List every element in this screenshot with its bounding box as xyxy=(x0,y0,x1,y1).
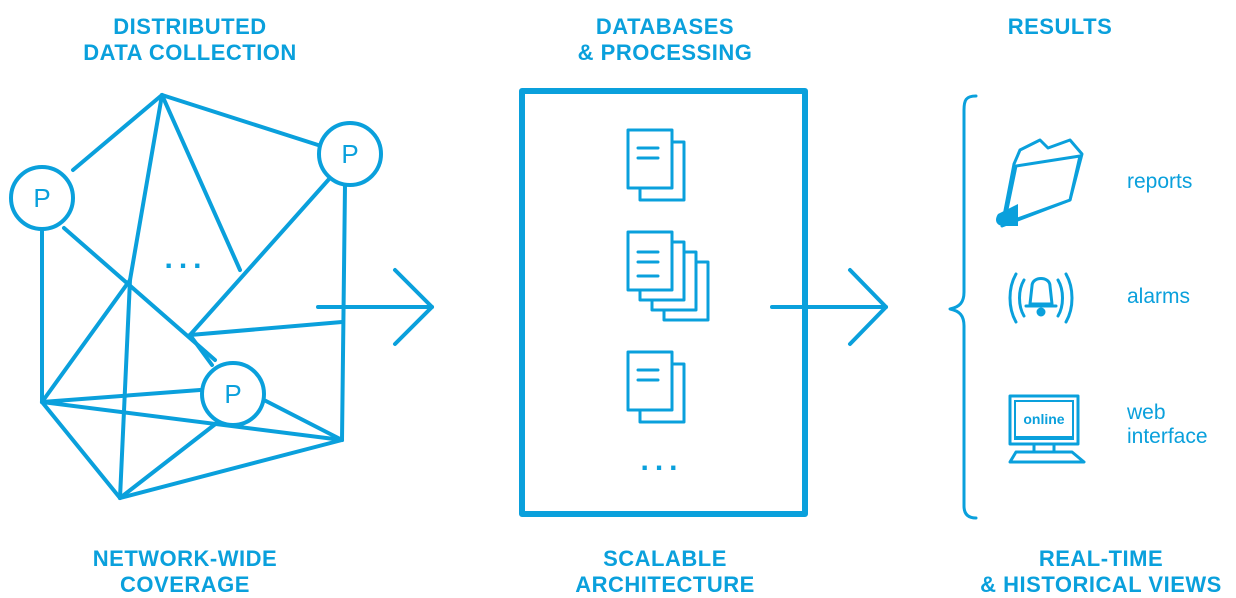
probe-label-top-right: P xyxy=(341,139,358,169)
probe-label-left: P xyxy=(33,183,50,213)
results-caption-line2: & HISTORICAL VIEWS xyxy=(980,572,1222,597)
arrow-to-results xyxy=(770,268,888,346)
alarms-label: alarms xyxy=(1127,285,1191,308)
collection-title: DISTRIBUTED DATA COLLECTION xyxy=(60,14,320,66)
results-caption-line1: REAL-TIME xyxy=(1038,546,1164,571)
result-label-alarms: alarms xyxy=(1127,285,1190,309)
monitor-screen-text: online xyxy=(1023,411,1064,427)
alarm-bell-icon xyxy=(1008,272,1074,324)
probe-top-right xyxy=(317,121,383,187)
collection-caption-line1: NETWORK-WIDE xyxy=(92,546,278,571)
arrow-to-processing xyxy=(316,268,434,346)
network-mesh xyxy=(40,93,347,500)
results-title: RESULTS xyxy=(960,14,1160,40)
result-label-web-interface: web interface xyxy=(1127,401,1208,449)
processing-caption-line2: ARCHITECTURE xyxy=(575,572,755,597)
processing-caption: SCALABLE ARCHITECTURE xyxy=(535,546,795,598)
web-label: web xyxy=(1127,401,1166,424)
processing-title-line2: & PROCESSING xyxy=(577,40,753,65)
folder-icon xyxy=(996,138,1084,228)
collection-caption: NETWORK-WIDE COVERAGE xyxy=(55,546,315,598)
probe-label-bottom: P xyxy=(224,379,241,409)
collection-title-line1: DISTRIBUTED xyxy=(113,14,267,39)
probe-bottom xyxy=(200,361,266,427)
result-label-reports: reports xyxy=(1127,170,1192,194)
monitor-icon xyxy=(1008,394,1086,464)
results-brace xyxy=(948,94,978,520)
processing-ellipsis: ... xyxy=(640,444,683,477)
network-ellipsis: ... xyxy=(164,242,207,275)
collection-title-line2: DATA COLLECTION xyxy=(83,40,297,65)
document-stack-small-top xyxy=(626,128,686,202)
processing-caption-line1: SCALABLE xyxy=(603,546,727,571)
processing-box xyxy=(519,88,808,517)
reports-label: reports xyxy=(1127,170,1193,193)
results-caption: REAL-TIME & HISTORICAL VIEWS xyxy=(966,546,1236,598)
processing-title: DATABASES & PROCESSING xyxy=(535,14,795,66)
probe-left xyxy=(9,165,75,231)
collection-caption-line2: COVERAGE xyxy=(120,572,250,597)
results-title-text: RESULTS xyxy=(1007,14,1113,39)
document-stack-small-bottom xyxy=(626,350,686,424)
document-stack-large xyxy=(626,230,710,322)
processing-title-line1: DATABASES xyxy=(595,14,735,39)
interface-label: interface xyxy=(1127,425,1208,448)
